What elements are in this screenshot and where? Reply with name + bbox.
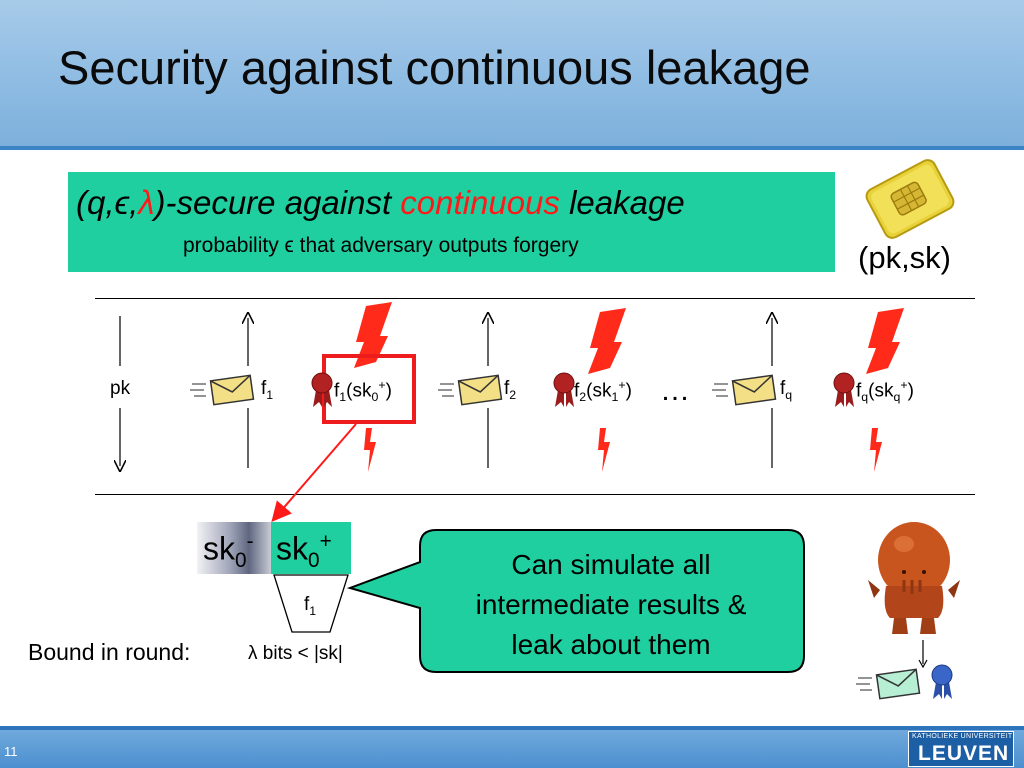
lightning-bolt-icon — [354, 302, 392, 368]
sk-symbol: (sk — [346, 380, 372, 402]
definition-continuous: continuous — [400, 184, 560, 221]
query-fq-label: fq — [780, 378, 792, 402]
leak-fq-label: fq(skq+) — [856, 378, 914, 404]
timeline-bottom-line — [95, 494, 975, 495]
close-paren: ) — [625, 380, 632, 402]
sk-superscript: + — [900, 378, 908, 392]
sk-plus-label: sk0+ — [276, 530, 332, 573]
bound-value: λ bits < |sk| — [248, 643, 343, 664]
f-subscript: 1 — [339, 390, 347, 405]
definition-params: q,ϵ, — [87, 184, 139, 221]
envelope-icon — [190, 374, 255, 406]
f-symbol: f — [780, 378, 786, 399]
leak-pointer-arrow — [271, 423, 357, 523]
query-f2-label: f2 — [504, 378, 516, 402]
f-subscript: 1 — [309, 603, 317, 618]
key-pair-label: (pk,sk) — [858, 240, 951, 275]
definition-heading: (q,ϵ,λ)-secure against continuous leakag… — [76, 184, 685, 222]
slide-title: Security against continuous leakage — [58, 41, 811, 94]
sk-symbol: sk — [203, 530, 235, 567]
secret-state-plus-box — [271, 522, 351, 574]
seal-icon — [311, 372, 333, 407]
leakage-funnel — [273, 574, 349, 633]
lightning-bolt-icon — [598, 428, 610, 472]
sk-symbol: (sk — [868, 380, 894, 402]
definition-leakage: leakage — [559, 184, 685, 221]
definition-box — [68, 172, 835, 272]
footer-band — [0, 730, 1024, 768]
bubble-line: leak about them — [511, 629, 711, 660]
footer-divider — [0, 726, 1024, 730]
f-symbol: f — [856, 380, 862, 402]
lightning-bolt-icon — [866, 308, 904, 374]
leak-f2-label: f2(sk1+) — [574, 378, 632, 404]
header-divider — [0, 146, 1024, 150]
f-subscript: q — [861, 390, 869, 405]
envelope-icon — [712, 374, 777, 406]
ellipsis: … — [660, 374, 690, 407]
sk-subscript: 0 — [308, 549, 320, 573]
f-symbol: f — [574, 380, 580, 402]
sk-superscript: + — [618, 378, 626, 392]
sk-superscript: + — [319, 530, 332, 553]
definition-lambda: λ — [138, 184, 155, 221]
envelope-icon — [438, 374, 503, 406]
lightning-bolt-icon — [364, 428, 376, 472]
definition-open-paren: ( — [76, 184, 87, 221]
sk-subscript: 1 — [611, 390, 619, 405]
header-band — [0, 0, 1024, 146]
slide-number: 11 — [4, 744, 18, 759]
timeline-top-line — [95, 298, 975, 299]
close-paren: ) — [385, 380, 392, 402]
f-symbol: f — [304, 594, 310, 615]
lightning-bolt-icon — [588, 308, 626, 374]
f-symbol: f — [334, 380, 340, 402]
bound-label: Bound in round: — [28, 639, 191, 665]
funnel-function-label: f1 — [304, 594, 316, 618]
seal-icon — [833, 372, 855, 407]
definition-subtitle: probability ϵ that adversary outputs for… — [183, 234, 579, 257]
f-symbol: f — [504, 378, 510, 399]
sk-superscript: - — [246, 530, 254, 553]
adversary-figure — [868, 522, 960, 634]
definition-secure-text: )-secure against — [154, 184, 401, 221]
sk-minus-label: sk0- — [203, 530, 254, 573]
f-subscript: 2 — [509, 387, 517, 402]
f-subscript: q — [785, 387, 793, 402]
speech-bubble — [346, 529, 805, 673]
lightning-bolt-icon — [870, 428, 882, 472]
sk-superscript: + — [378, 378, 386, 392]
f-symbol: f — [261, 378, 267, 399]
logo-wordmark: LEUVEN — [918, 742, 1010, 765]
sk-symbol: sk — [276, 530, 308, 567]
sk-subscript: 0 — [235, 549, 247, 573]
leak-f1-label: f1(sk0+) — [334, 378, 392, 404]
adversary-output-arrow — [918, 640, 928, 668]
forged-signature-seal-icon — [931, 664, 953, 699]
close-paren: ) — [907, 380, 914, 402]
f-subscript: 2 — [579, 390, 587, 405]
pk-label: pk — [110, 378, 131, 399]
sk-subscript: q — [893, 390, 901, 405]
seal-icon — [553, 372, 575, 407]
bubble-line: Can simulate all — [511, 549, 711, 580]
logo-subtitle: KATHOLIEKE UNIVERSITEIT — [912, 733, 1013, 740]
university-logo — [908, 731, 1014, 767]
bubble-line: intermediate results & — [475, 589, 747, 620]
sk-symbol: (sk — [586, 380, 612, 402]
smart-card-icon — [865, 159, 955, 239]
query-f1-label: f1 — [261, 378, 273, 402]
f-subscript: 1 — [266, 387, 274, 402]
secret-state-minus-box — [197, 522, 271, 574]
sk-subscript: 0 — [371, 390, 379, 405]
forged-message-icon — [856, 668, 921, 700]
speech-bubble-text: Can simulate all intermediate results & … — [436, 545, 786, 665]
